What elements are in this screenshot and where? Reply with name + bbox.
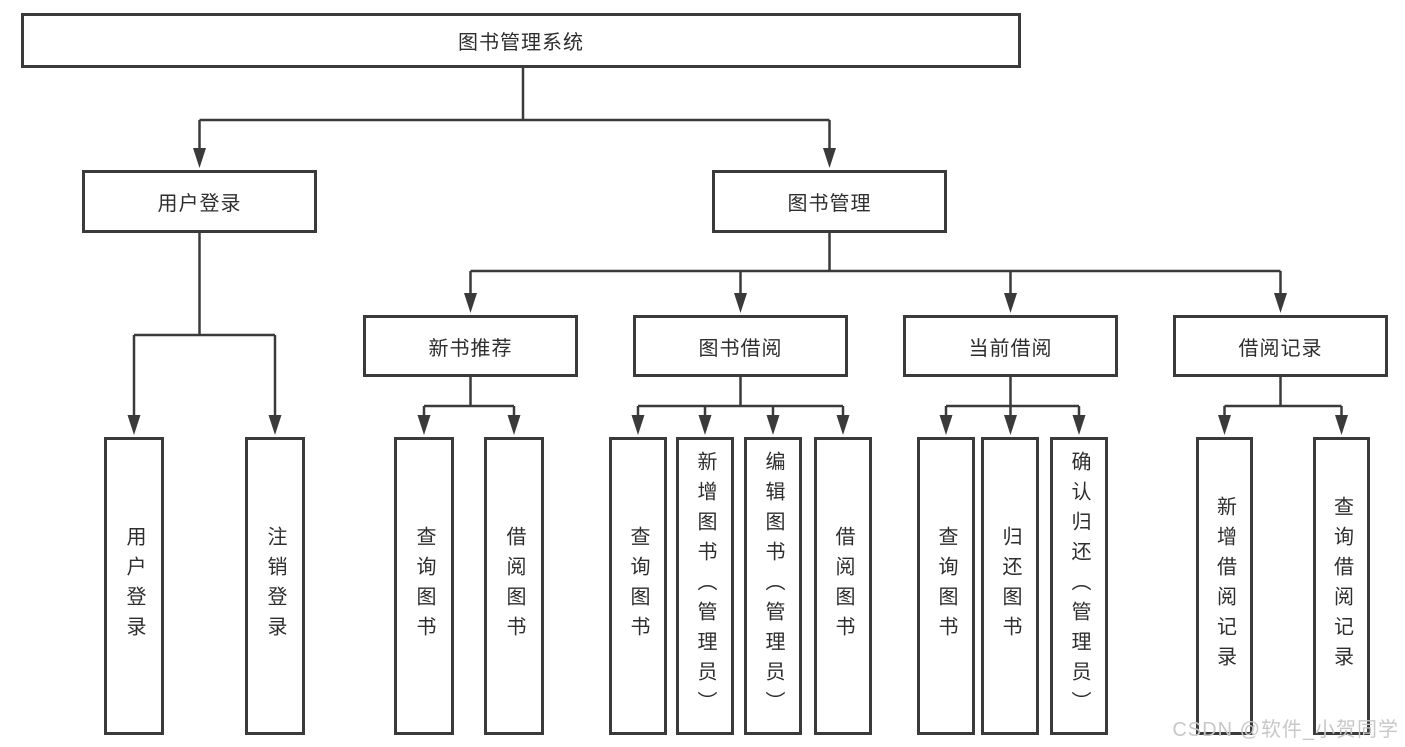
leaf-return-book: 归还图书 <box>981 437 1039 735</box>
node-user-login: 用户登录 <box>82 170 317 233</box>
leaf-add-borrow-record: 新增借阅记录 <box>1196 437 1253 735</box>
root-node: 图书管理系统 <box>21 13 1021 68</box>
leaf-query-books-recommend: 查询图书 <box>394 437 454 735</box>
node-borrow-record: 借阅记录 <box>1173 315 1388 377</box>
leaf-borrow-books: 借阅图书 <box>814 437 872 735</box>
node-new-book-recommend: 新书推荐 <box>363 315 578 377</box>
node-current-borrow: 当前借阅 <box>903 315 1118 377</box>
leaf-user-login: 用户登录 <box>104 437 164 735</box>
watermark-text: CSDN @软件_小贺同学 <box>1172 719 1399 741</box>
leaf-borrow-books-recommend: 借阅图书 <box>484 437 544 735</box>
leaf-query-books-current: 查询图书 <box>917 437 975 735</box>
node-book-management: 图书管理 <box>712 170 947 233</box>
leaf-query-books-borrow: 查询图书 <box>609 437 667 735</box>
leaf-query-borrow-record: 查询借阅记录 <box>1313 437 1370 735</box>
leaf-confirm-return-admin: 确认归还（管理员） <box>1050 437 1108 735</box>
leaf-edit-book-admin: 编辑图书（管理员） <box>744 437 802 735</box>
leaf-logout: 注销登录 <box>245 437 305 735</box>
node-book-borrow: 图书借阅 <box>633 315 848 377</box>
leaf-add-book-admin: 新增图书（管理员） <box>676 437 734 735</box>
